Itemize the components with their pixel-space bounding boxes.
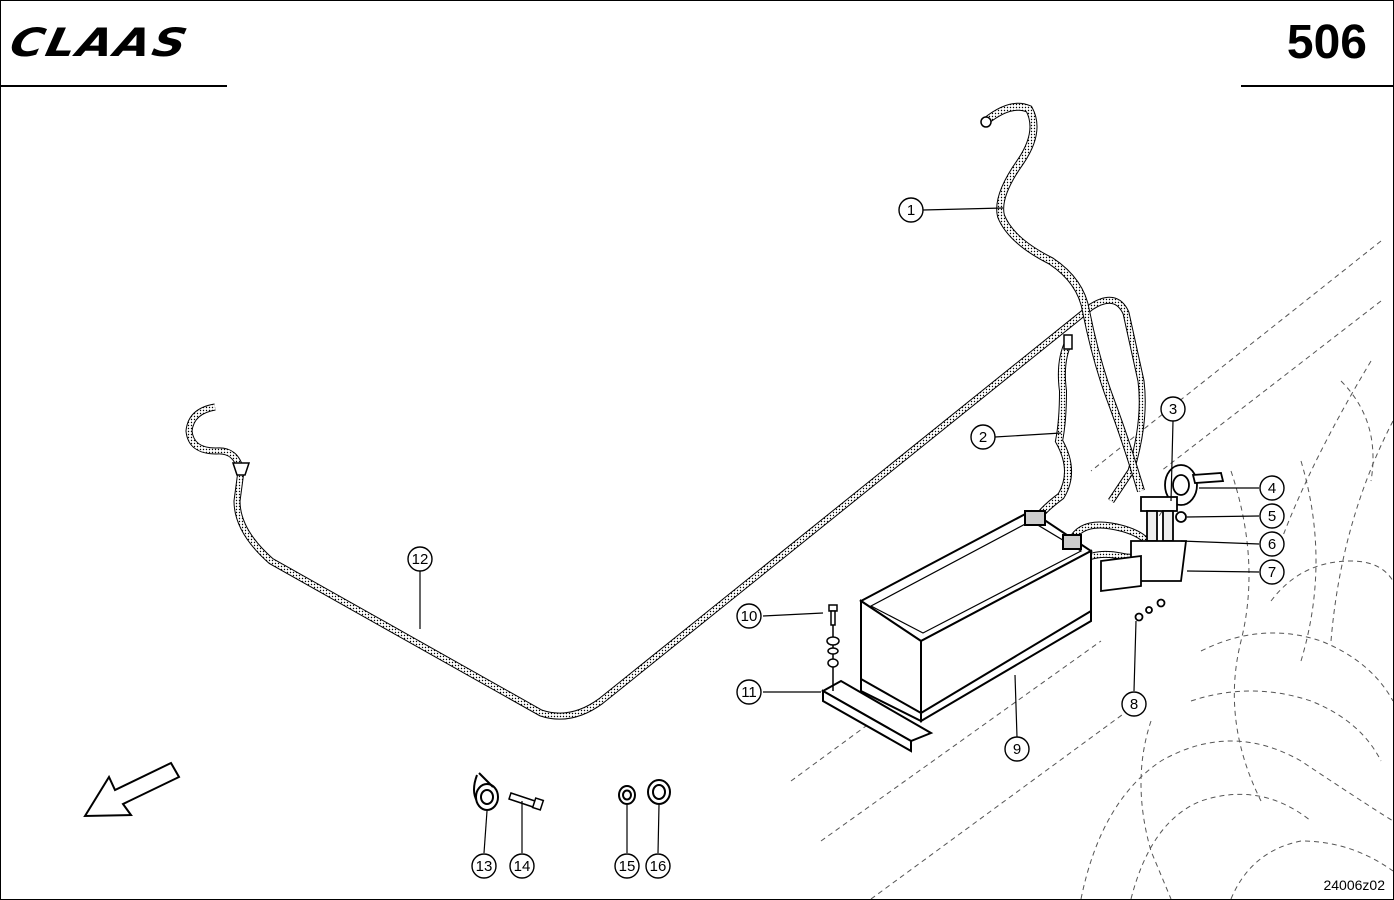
callout-6: 6: [1259, 531, 1285, 557]
leader-lines: [419, 207, 1260, 854]
clamp-13: [473, 772, 499, 811]
svg-text:12: 12: [412, 551, 429, 568]
svg-text:14: 14: [514, 858, 531, 875]
battery-tray-11: [820, 613, 934, 753]
callout-14: 14: [509, 853, 535, 879]
callout-8: 8: [1121, 691, 1147, 717]
callout-4: 4: [1259, 475, 1285, 501]
callout-15: 15: [614, 853, 640, 879]
svg-text:7: 7: [1268, 564, 1276, 581]
callouts: 1 2 3 4 5 6 7 8 9 10 11 12 13 14 15 16: [407, 197, 1285, 879]
callout-3: 3: [1160, 396, 1186, 422]
callout-10: 10: [736, 603, 762, 629]
cable-2: [1032, 334, 1073, 523]
callout-2: 2: [970, 424, 996, 450]
callout-13: 13: [471, 853, 497, 879]
svg-text:16: 16: [650, 858, 667, 875]
svg-text:11: 11: [741, 684, 757, 701]
svg-text:13: 13: [476, 858, 493, 875]
svg-text:8: 8: [1130, 696, 1138, 713]
cable-1: [980, 102, 1145, 493]
cap-15: [618, 785, 636, 805]
callout-1: 1: [898, 197, 924, 223]
callout-5: 5: [1259, 503, 1285, 529]
svg-text:5: 5: [1268, 508, 1276, 525]
bolt-10: [826, 604, 840, 668]
callout-12: 12: [407, 546, 433, 572]
direction-arrow-icon: [83, 761, 181, 818]
svg-text:1: 1: [907, 202, 915, 219]
header-rule-left: [1, 85, 227, 87]
page-number: 506: [1286, 16, 1367, 69]
cap-16: [647, 779, 671, 805]
callout-9: 9: [1004, 736, 1030, 762]
header-rule-right: [1241, 85, 1393, 87]
svg-text:9: 9: [1013, 741, 1021, 758]
svg-text:3: 3: [1169, 401, 1177, 418]
svg-text:4: 4: [1268, 480, 1276, 497]
battery-switch-3: [1100, 464, 1225, 622]
svg-text:10: 10: [741, 608, 758, 625]
cable-12: [185, 296, 1146, 720]
svg-text:6: 6: [1268, 536, 1276, 553]
battery-9: [859, 509, 1093, 723]
callout-7: 7: [1259, 559, 1285, 585]
screw-14: [508, 792, 545, 811]
drawing-code: 24006z02: [1323, 877, 1385, 893]
callout-16: 16: [645, 853, 671, 879]
callout-11: 11: [736, 679, 762, 705]
svg-text:15: 15: [619, 858, 636, 875]
svg-text:2: 2: [979, 429, 987, 446]
